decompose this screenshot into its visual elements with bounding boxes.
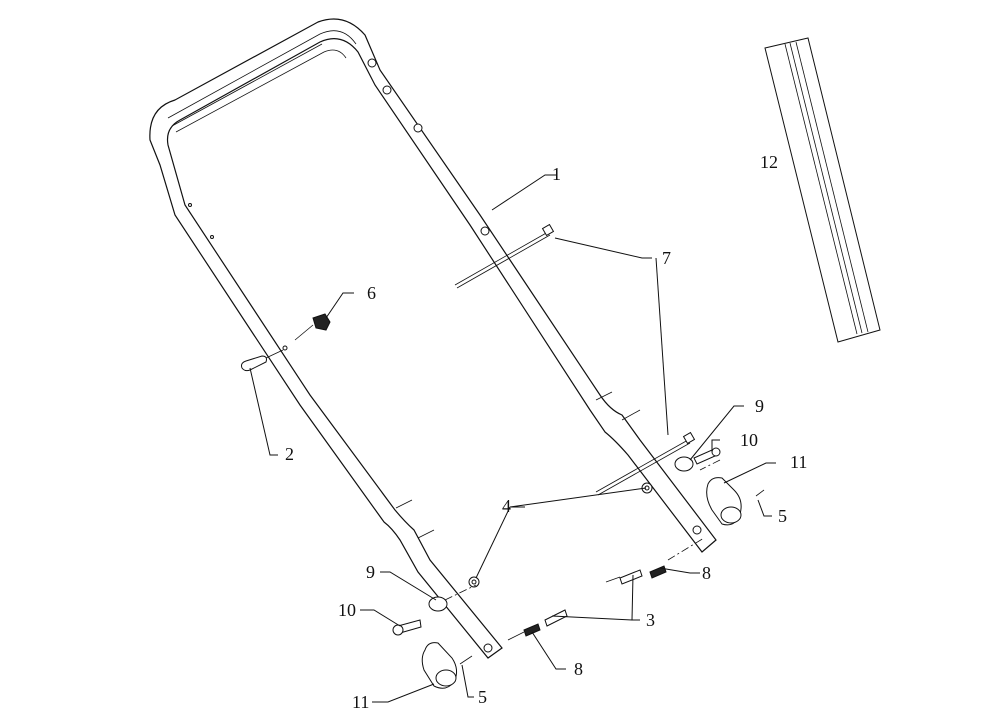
label-1: 1 [552, 164, 561, 184]
label-8-right: 8 [702, 563, 711, 583]
fasteners [241, 313, 765, 689]
leader-lines [249, 174, 776, 703]
label-11-right: 11 [790, 452, 807, 472]
label-10-left: 10 [338, 600, 356, 620]
label-7: 7 [662, 248, 671, 268]
label-5-left: 5 [478, 687, 487, 707]
panel-part [764, 37, 881, 343]
part-labels: 1 2 3 4 5 5 6 7 8 8 9 9 10 10 11 11 12 [285, 152, 807, 712]
label-6: 6 [367, 283, 376, 303]
label-3: 3 [646, 610, 655, 630]
handle-frame [149, 18, 717, 659]
cable-ties [454, 223, 696, 496]
label-9-left: 9 [366, 562, 375, 582]
label-10-right: 10 [740, 430, 758, 450]
label-12: 12 [760, 152, 778, 172]
label-8-left: 8 [574, 659, 583, 679]
label-11-left: 11 [352, 692, 369, 712]
label-9-right: 9 [755, 396, 764, 416]
label-2: 2 [285, 444, 294, 464]
label-4: 4 [502, 496, 511, 516]
label-5-right: 5 [778, 506, 787, 526]
